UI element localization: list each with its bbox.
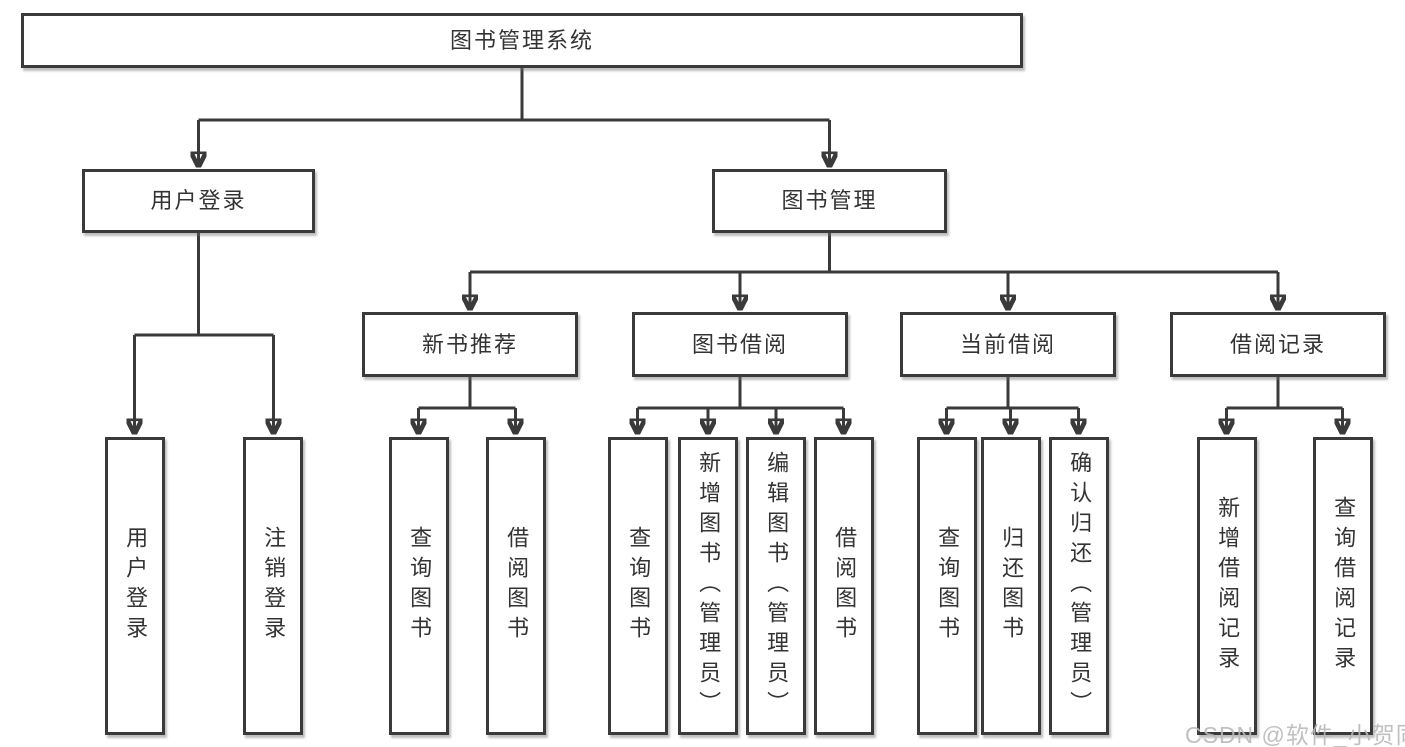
- leaf-recommend-query-books-label: 查询图书: [407, 526, 433, 646]
- leaf-records-add-record-label: 新增借阅记录: [1215, 496, 1241, 676]
- connector-book-management-branch: [470, 232, 1278, 274]
- node-root: 图书管理系统: [21, 13, 1023, 68]
- leaf-records-query-record-label: 查询借阅记录: [1331, 496, 1357, 676]
- leaf-borrow-add-books: 新增图书（管理员）: [678, 437, 738, 735]
- leaf-borrow-query-books: 查询图书: [608, 437, 668, 735]
- node-book-management: 图书管理: [712, 169, 947, 233]
- leaf-logout-label: 注销登录: [261, 526, 287, 646]
- connector-current-borrowing-branch: [946, 376, 1079, 410]
- leaf-borrow-borrow-books: 借阅图书: [814, 437, 874, 735]
- leaf-records-add-record: 新增借阅记录: [1197, 437, 1257, 735]
- leaf-current-query-books-label: 查询图书: [935, 526, 961, 646]
- leaf-borrow-edit-books-label: 编辑图书（管理员）: [764, 451, 790, 721]
- node-book-borrowing-label: 图书借阅: [691, 331, 788, 357]
- leaf-recommend-query-books: 查询图书: [389, 437, 449, 735]
- leaf-current-query-books: 查询图书: [917, 437, 977, 735]
- node-new-book-recommend-label: 新书推荐: [421, 331, 518, 357]
- leaf-current-confirm-return-label: 确认归还（管理员）: [1067, 451, 1093, 721]
- leaf-recommend-borrow-books: 借阅图书: [486, 437, 546, 735]
- node-user-login: 用户登录: [82, 169, 315, 233]
- leaf-borrow-edit-books: 编辑图书（管理员）: [746, 437, 806, 735]
- leaf-records-query-record: 查询借阅记录: [1313, 437, 1373, 735]
- leaf-current-confirm-return: 确认归还（管理员）: [1049, 437, 1109, 735]
- leaf-borrow-add-books-label: 新增图书（管理员）: [696, 451, 722, 721]
- node-book-borrowing: 图书借阅: [632, 312, 848, 377]
- leaf-current-return-books-label: 归还图书: [999, 526, 1025, 646]
- leaf-user-login-label: 用户登录: [123, 526, 149, 646]
- node-book-management-label: 图书管理: [781, 188, 878, 213]
- node-current-borrowing: 当前借阅: [900, 312, 1116, 377]
- csdn-watermark: CSDN @软件_小贺同学: [1185, 722, 1405, 747]
- leaf-borrow-query-books-label: 查询图书: [626, 526, 652, 646]
- node-root-label: 图书管理系统: [449, 27, 594, 53]
- node-new-book-recommend: 新书推荐: [362, 312, 578, 377]
- leaf-current-return-books: 归还图书: [981, 437, 1041, 735]
- connector-user-login-branch: [134, 232, 274, 337]
- connector-root-branch: [198, 66, 830, 122]
- leaf-logout: 注销登录: [243, 437, 303, 735]
- node-user-login-label: 用户登录: [150, 188, 247, 213]
- connector-new-book-branch: [418, 376, 516, 410]
- node-borrowing-records-label: 借阅记录: [1229, 331, 1326, 357]
- connector-borrowing-records-branch: [1226, 376, 1343, 410]
- leaf-user-login: 用户登录: [105, 437, 165, 735]
- node-borrowing-records: 借阅记录: [1170, 312, 1386, 377]
- node-current-borrowing-label: 当前借阅: [959, 331, 1056, 357]
- connector-book-borrowing-branch: [637, 376, 844, 410]
- leaf-recommend-borrow-books-label: 借阅图书: [504, 526, 530, 646]
- leaf-borrow-borrow-books-label: 借阅图书: [832, 526, 858, 646]
